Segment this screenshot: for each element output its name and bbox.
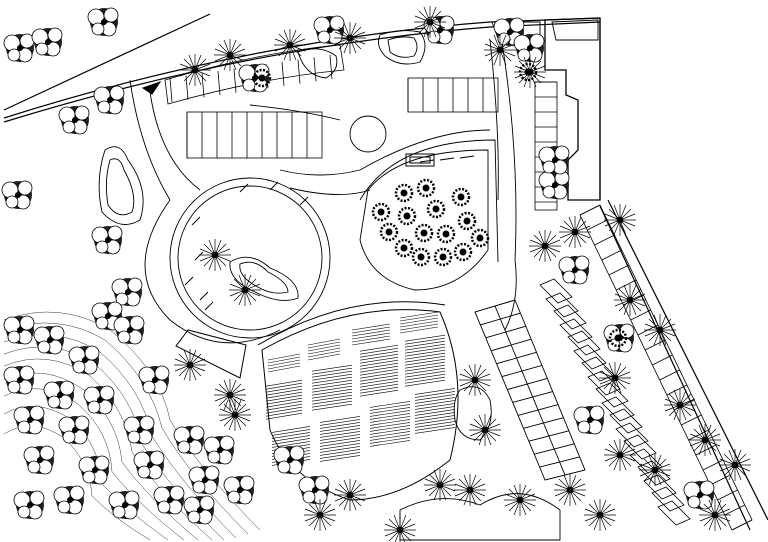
- tree-icon: [513, 33, 545, 63]
- tree-icon: [93, 85, 125, 115]
- planting-beds: [98, 19, 599, 541]
- tree-icon: [178, 53, 212, 87]
- tree-icon: [273, 445, 305, 475]
- tree-icon: [173, 425, 205, 455]
- tree-icon: [113, 315, 145, 345]
- tree-icon: [313, 15, 345, 45]
- tree-icon: [683, 480, 715, 510]
- tree-icon: [53, 485, 85, 515]
- tree-icon: [333, 478, 367, 512]
- tree-icon: [183, 495, 215, 525]
- tree-icon: [153, 485, 185, 515]
- tree-icon: [558, 215, 592, 249]
- tree-icon: [13, 405, 45, 435]
- tree-icon: [83, 385, 115, 415]
- grove-plaza: [359, 139, 499, 291]
- tree-icon: [468, 413, 502, 447]
- tree-icon: [598, 361, 632, 395]
- tree-icon: [58, 105, 90, 135]
- tree-icon: [58, 415, 90, 445]
- tree-icon: [138, 365, 170, 395]
- seating-block: [404, 334, 446, 387]
- tree-icon: [423, 468, 457, 502]
- small-shelter: [175, 329, 247, 379]
- tree-icon: [558, 255, 590, 285]
- tree-canopy: [1, 5, 752, 542]
- tree-icon: [3, 315, 35, 345]
- tree-icon: [23, 445, 55, 475]
- seating-block: [307, 338, 341, 361]
- tree-icon: [303, 498, 337, 532]
- tree-icon: [13, 490, 45, 520]
- tree-icon: [203, 435, 235, 465]
- tree-icon: [3, 365, 35, 395]
- tree-icon: [453, 473, 487, 507]
- circulation-paths: [129, 29, 517, 344]
- tree-icon: [31, 27, 63, 57]
- seating-block: [399, 311, 439, 334]
- tree-icon: [603, 203, 637, 237]
- seating-rows: [265, 311, 456, 466]
- tree-icon: [383, 513, 417, 542]
- seating-block: [265, 379, 303, 420]
- tree-icon: [643, 313, 677, 347]
- tree-icon: [188, 465, 220, 495]
- tree-icon: [33, 325, 65, 355]
- tree-icon: [528, 229, 562, 263]
- paved-strip-diagonal: [474, 299, 586, 481]
- seating-block: [267, 353, 301, 373]
- boundary-planting-strip: [579, 204, 753, 531]
- tree-icon: [228, 273, 262, 307]
- tree-icon: [68, 345, 100, 375]
- tree-icon: [573, 405, 605, 435]
- tree-icon: [91, 225, 123, 255]
- tree-icon: [78, 455, 110, 485]
- tree-icon: [173, 348, 207, 382]
- tree-icon: [223, 475, 255, 505]
- grove-tree-grid: [371, 178, 490, 267]
- seating-block: [359, 344, 399, 397]
- seating-block: [369, 401, 411, 447]
- seating-block: [414, 388, 456, 434]
- circular-lawn-plaza: [169, 177, 331, 339]
- north-arrow-marker: [141, 81, 162, 95]
- seating-block: [311, 364, 353, 411]
- tree-icon: [273, 28, 307, 62]
- tree-icon: [538, 170, 570, 200]
- tree-icon: [133, 450, 165, 480]
- tree-icon: [108, 490, 140, 520]
- parking-bank-center: [186, 77, 499, 159]
- tree-icon: [298, 475, 330, 505]
- tree-icon: [503, 483, 537, 517]
- building-footprint: [544, 17, 601, 201]
- tree-icon: [218, 398, 252, 432]
- tree-icon: [553, 473, 587, 507]
- tree-icon: [3, 33, 35, 63]
- seating-block: [351, 323, 391, 346]
- tree-icon: [43, 380, 75, 410]
- tree-icon: [1, 180, 33, 210]
- tree-icon: [198, 238, 232, 272]
- seating-block: [319, 416, 361, 462]
- paver-steps: [539, 278, 691, 526]
- tree-icon: [538, 145, 570, 175]
- tree-icon: [213, 378, 247, 412]
- tree-icon: [583, 498, 617, 532]
- tree-icon: [458, 363, 492, 397]
- tree-icon: [123, 415, 155, 445]
- tree-icon: [87, 7, 119, 37]
